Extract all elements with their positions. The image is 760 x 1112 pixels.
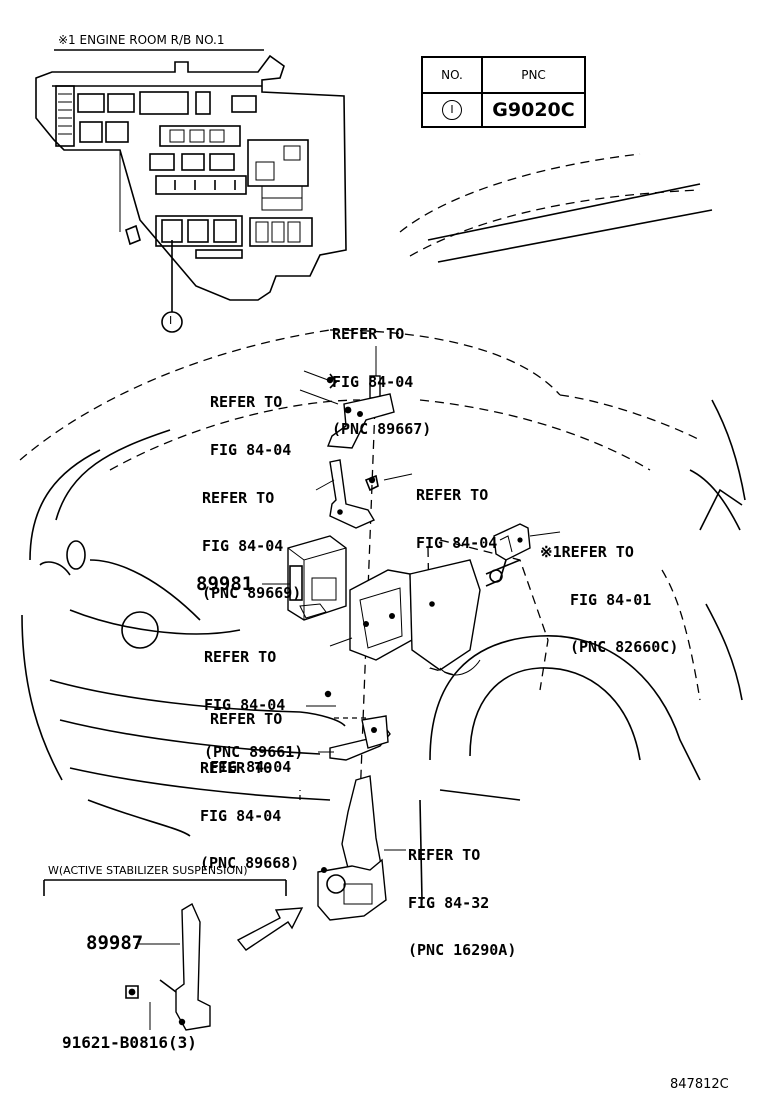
variant-note: W(ACTIVE STABILIZER SUSPENSION) xyxy=(48,864,248,877)
callout-pnc-89668: REFER TO FIG 84-04 (PNC 89668) xyxy=(200,731,299,904)
callout-line: (PNC 82660C) xyxy=(570,638,679,656)
callout-line: FIG 84-04 xyxy=(200,806,282,825)
lower-bracket-drawing xyxy=(306,690,391,761)
callout-line: (PNC 89669) xyxy=(202,584,302,602)
callout-line: FIG 84-04 xyxy=(332,372,414,391)
sensor-stay-drawing xyxy=(315,459,413,529)
callout-line: REFER TO xyxy=(210,710,283,728)
relay-block-drawing xyxy=(35,54,347,301)
pnc-table-cell-pnc: G9020C xyxy=(481,92,586,128)
figure-code: 847812C xyxy=(670,1077,729,1092)
variant-bracket-drawing xyxy=(125,902,211,1031)
vehicle-outline-drawing xyxy=(19,153,746,901)
callout-line: REFER TO xyxy=(332,325,405,343)
callout-line: REFER TO xyxy=(200,759,273,777)
callout-pnc-89669: REFER TO FIG 84-04 (PNC 89669) xyxy=(202,461,301,634)
callout-pnc-89661: REFER TO FIG 84-04 (PNC 89661) xyxy=(204,620,303,793)
callout-line: REFER TO xyxy=(416,486,489,504)
part-number-bolt: 91621-B0816(3) xyxy=(62,1033,197,1052)
callout-line: (PNC 89661) xyxy=(204,743,304,761)
relay-callout-circle xyxy=(161,311,183,333)
callout-line: ※1REFER TO xyxy=(540,543,634,561)
callout-line: FIG 84-32 xyxy=(408,893,490,912)
callout-line: FIG 84-04 xyxy=(210,440,292,459)
pnc-table-cell-marker: I xyxy=(421,92,483,128)
callout-line: REFER TO xyxy=(210,393,283,411)
relay-callout-marker: I xyxy=(169,314,173,327)
inset-title: ※1 ENGINE ROOM R/B NO.1 xyxy=(58,33,225,47)
callout-line: FIG 84-01 xyxy=(570,590,652,609)
pnc-marker-circle: I xyxy=(442,100,462,120)
callout-pnc-89667: REFER TO FIG 84-04 (PNC 89667) xyxy=(332,297,431,470)
ecu-drawing xyxy=(262,535,347,621)
callout-pnc-16290a: REFER TO FIG 84-32 (PNC 16290A) xyxy=(408,818,516,991)
callout-line: FIG 84-04 xyxy=(210,757,292,776)
callout-line: FIG 84-04 xyxy=(202,536,284,555)
callout-stay-bolt: REFER TO FIG 84-04 xyxy=(416,458,497,583)
height-sensor-drawing xyxy=(317,775,406,921)
callout-line: (PNC 89667) xyxy=(332,420,432,438)
callout-line: REFER TO xyxy=(204,648,277,666)
upper-bracket-drawing xyxy=(299,346,395,449)
callout-line: REFER TO xyxy=(202,489,275,507)
callout-line: (PNC 16290A) xyxy=(408,941,517,959)
fender-sensor-drawing xyxy=(485,523,561,587)
part-number-ecu: 89981 xyxy=(196,573,254,595)
callout-lower-bolt: REFER TO FIG 84-04 xyxy=(210,682,291,807)
callout-line: (PNC 89668) xyxy=(200,854,300,872)
direction-arrow xyxy=(236,907,304,951)
callout-line: FIG 84-04 xyxy=(416,533,498,552)
callout-pnc-82660c: ※1REFER TO FIG 84-01 (PNC 82660C) xyxy=(540,515,678,688)
pnc-table: NO. PNC I G9020C xyxy=(421,56,586,128)
callout-upper-bolt: REFER TO FIG 84-04 xyxy=(210,365,291,490)
controller-bracket-drawing xyxy=(329,559,481,676)
pnc-table-header-pnc: PNC xyxy=(481,56,586,94)
callout-line: FIG 84-04 xyxy=(204,695,286,714)
callout-line: REFER TO xyxy=(408,846,481,864)
part-number-bracket: 89987 xyxy=(86,932,144,954)
pnc-table-header-no: NO. xyxy=(421,56,483,94)
